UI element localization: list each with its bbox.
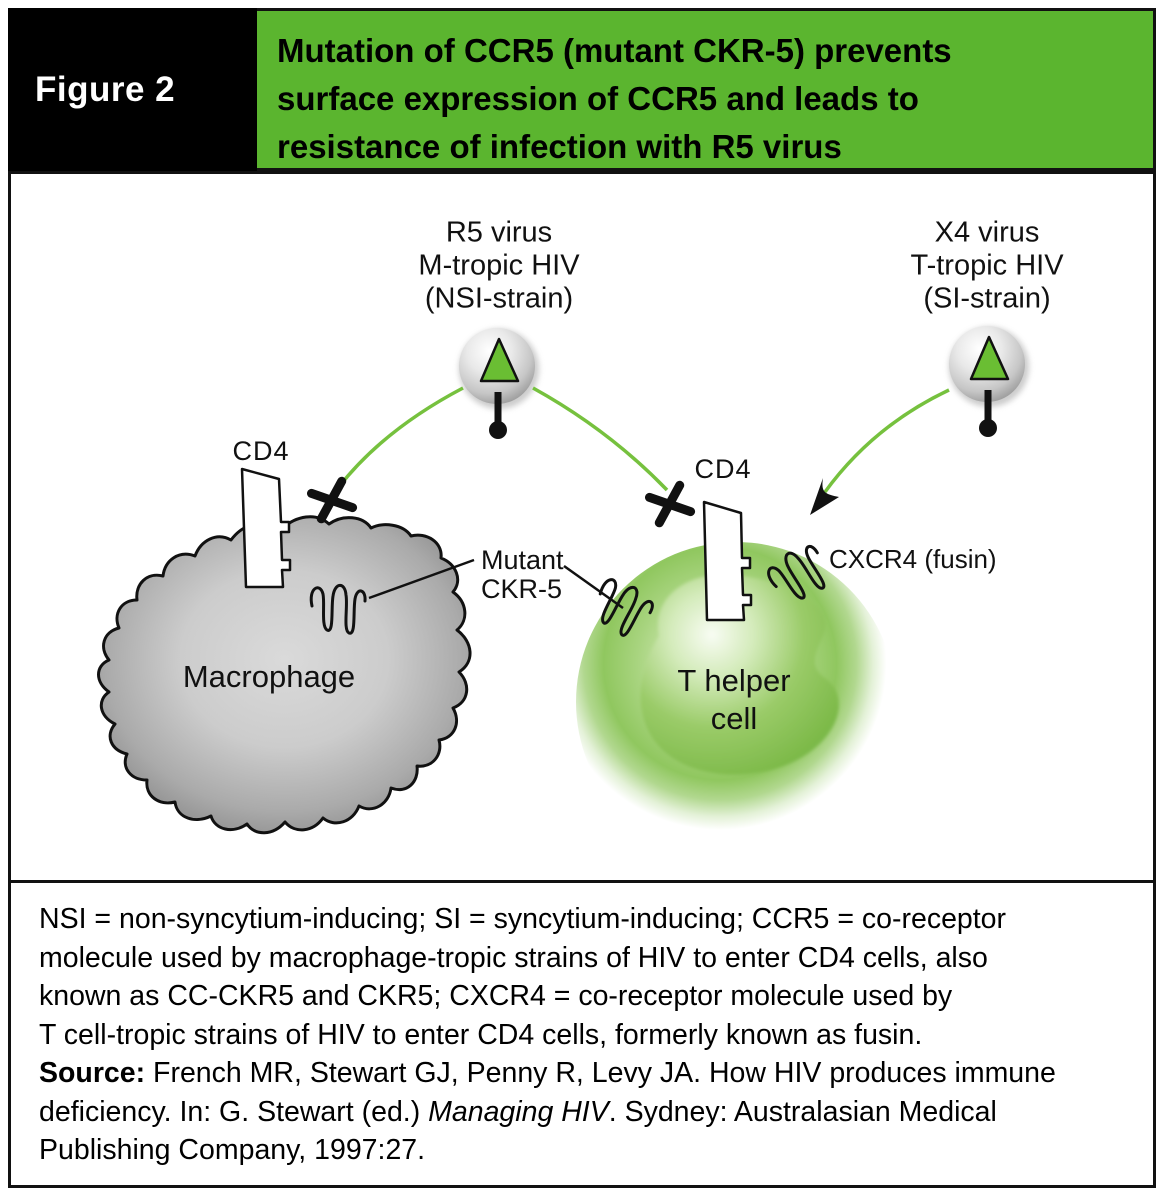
source-text-3: . Sydney: Australasian Medical	[608, 1095, 997, 1128]
source-label: Source:	[39, 1057, 146, 1089]
cxcr4-label: CXCR4 (fusin)	[829, 544, 997, 574]
r5-virus-label-line1: R5 virus	[446, 217, 552, 249]
figure-label: Figure 2	[8, 8, 257, 171]
arrow-x4-to-t-helper	[823, 388, 950, 494]
blocked-x-icon-macrophage	[306, 476, 358, 524]
x4-virus-spike-triangle	[969, 335, 1010, 381]
x4-virus-label-line3: (SI-strain)	[923, 283, 1050, 315]
arrow-r5-to-macrophage	[336, 386, 464, 490]
arrow-r5-to-t-helper	[532, 386, 669, 492]
r5-virus-label-line3: (NSI-strain)	[425, 283, 573, 315]
figure-title: Mutation of CCR5 (mutant CKR-5) prevents…	[257, 8, 1156, 171]
source-book-title: Managing HIV	[428, 1095, 609, 1128]
source-text-1: French MR, Stewart GJ, Penny R, Levy JA.…	[145, 1057, 1056, 1089]
t-helper-label-line1: T helper	[677, 663, 790, 698]
figure-title-line-1: Mutation of CCR5 (mutant CKR-5) prevents	[277, 32, 952, 69]
diagram-panel: Macrophage T helper cell CD4 CD4 CXCR4 (…	[8, 171, 1156, 883]
arrowhead-x4-icon	[810, 478, 839, 515]
r5-virus-spike-triangle	[479, 337, 520, 383]
source-line-1: Source: French MR, Stewart GJ, Penny R, …	[39, 1054, 1143, 1093]
cxcr4-squiggle	[767, 545, 826, 600]
cd4-label-t-helper: CD4	[694, 454, 751, 484]
cd4-receptor-t-helper	[702, 500, 753, 622]
t-helper-nucleus-blob	[640, 574, 839, 775]
x4-virus-label-line2: T-tropic HIV	[910, 250, 1064, 282]
cd4-label-macrophage: CD4	[232, 436, 289, 466]
mutant-ckr5-label-line2: CKR-5	[481, 574, 562, 604]
x4-virus-label-line1: X4 virus	[935, 217, 1040, 249]
cd4-receptor-macrophage	[240, 467, 292, 589]
macrophage-label: Macrophage	[183, 659, 355, 694]
hiv-coreceptor-diagram: Macrophage T helper cell CD4 CD4 CXCR4 (…	[97, 217, 1064, 862]
blocked-x-icon-t-helper	[644, 480, 696, 528]
x4-virus-icon	[949, 326, 1029, 437]
source-text-2: deficiency. In: G. Stewart (ed.)	[39, 1095, 429, 1128]
definitions-line-2: molecule used by macrophage-tropic strai…	[39, 941, 988, 974]
r5-virus-icon	[459, 328, 539, 439]
figure-title-line-3: resistance of infection with R5 virus	[277, 128, 842, 165]
figure-header: Figure 2 Mutation of CCR5 (mutant CKR-5)…	[8, 8, 1156, 171]
mutant-ckr5-squiggle-t-helper	[598, 578, 654, 637]
definitions-line-1: NSI = non-syncytium-inducing; SI = syncy…	[39, 903, 1007, 935]
figure-title-line-2: surface expression of CCR5 and leads to	[277, 80, 919, 117]
source-line-2: deficiency. In: G. Stewart (ed.) Managin…	[39, 1093, 1143, 1132]
mutant-ckr5-label-line1: Mutant	[481, 545, 564, 575]
definitions-line-4: T cell-tropic strains of HIV to enter CD…	[39, 1018, 923, 1051]
t-helper-label-line2: cell	[711, 701, 758, 736]
callout-line-to-t-helper	[563, 564, 624, 610]
caption-panel: NSI = non-syncytium-inducing; SI = syncy…	[8, 883, 1156, 1188]
callout-line-to-macrophage	[368, 558, 475, 600]
source-line-3: Publishing Company, 1997:27.	[39, 1134, 426, 1166]
definitions-line-3: known as CC-CKR5 and CKR5; CXCR4 = co-re…	[39, 980, 953, 1012]
mutant-ckr5-squiggle-macrophage	[309, 583, 367, 635]
r5-virus-label-line2: M-tropic HIV	[418, 250, 580, 282]
